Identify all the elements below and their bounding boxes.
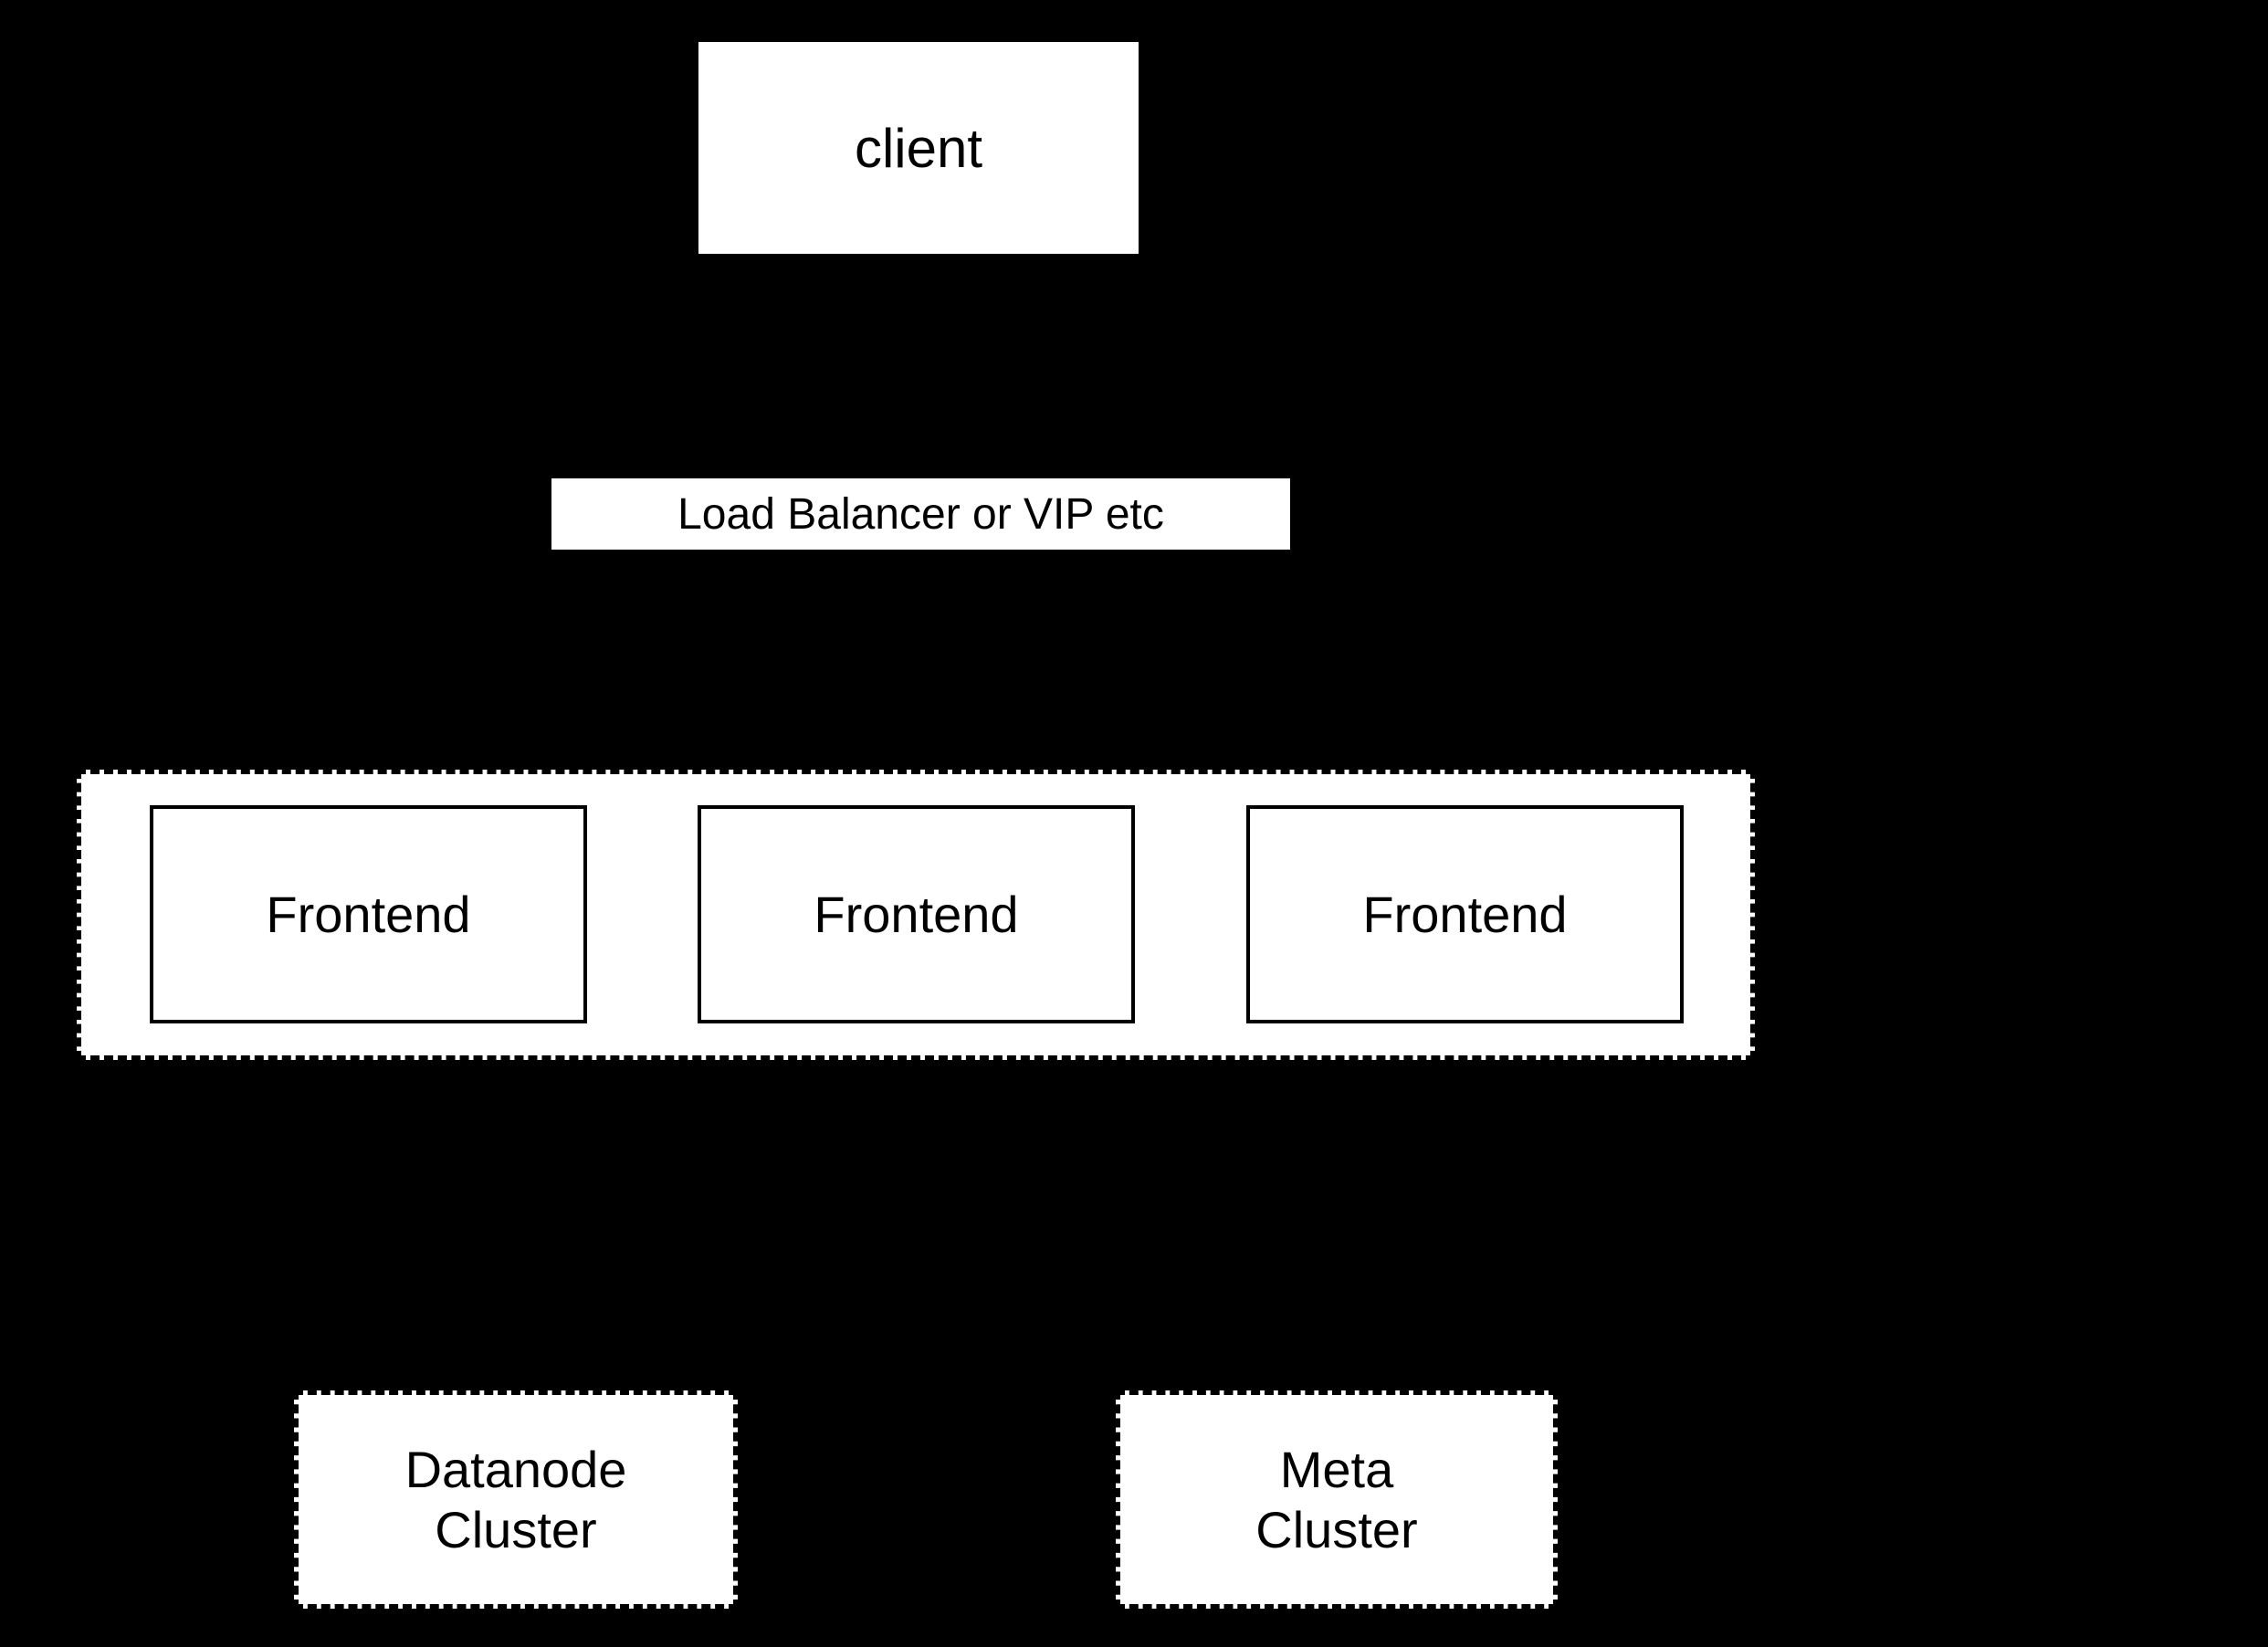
meta-cluster-node: Meta Cluster (1116, 1390, 1558, 1609)
frontend-node-2: Frontend (698, 805, 1135, 1023)
frontend-3-label: Frontend (1362, 886, 1568, 943)
frontend-node-3: Frontend (1246, 805, 1684, 1023)
client-node: client (698, 42, 1139, 254)
frontend-2-label: Frontend (814, 886, 1019, 943)
client-label: client (854, 117, 983, 179)
meta-cluster-label-line2: Cluster (1255, 1500, 1418, 1558)
datanode-cluster-label-line2: Cluster (435, 1500, 597, 1558)
datanode-cluster-node: Datanode Cluster (294, 1390, 738, 1609)
frontend-node-1: Frontend (150, 805, 587, 1023)
meta-cluster-label-line1: Meta (1279, 1440, 1394, 1498)
frontend-1-label: Frontend (266, 886, 471, 943)
load-balancer-node: Load Balancer or VIP etc (551, 478, 1290, 550)
load-balancer-label: Load Balancer or VIP etc (677, 489, 1164, 539)
datanode-cluster-label-line1: Datanode (404, 1440, 627, 1498)
frontend-group-container: Frontend Frontend Frontend (77, 770, 1755, 1060)
